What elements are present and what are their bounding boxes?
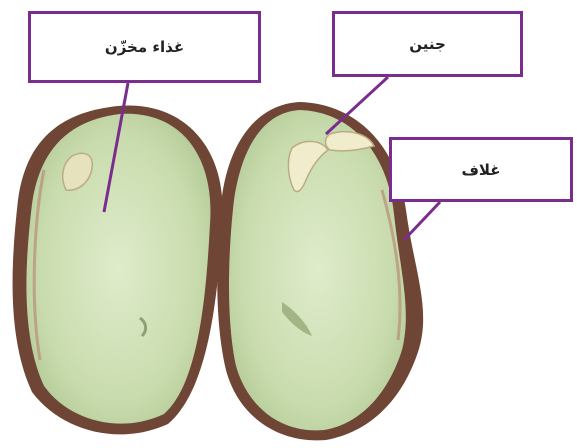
storage-food-label-box: غذاء مخزّن [28,11,261,83]
seed-coat-leader [404,202,440,240]
seed-coat-label-box: غلاف [389,137,573,202]
embryo-label: جنين [409,35,446,53]
left-cotyledon [26,114,210,424]
left-cotyledon-half [13,106,223,435]
seed-coat-label: غلاف [461,161,500,179]
embryo-label-box: جنين [332,11,523,77]
storage-food-label: غذاء مخزّن [105,38,184,56]
